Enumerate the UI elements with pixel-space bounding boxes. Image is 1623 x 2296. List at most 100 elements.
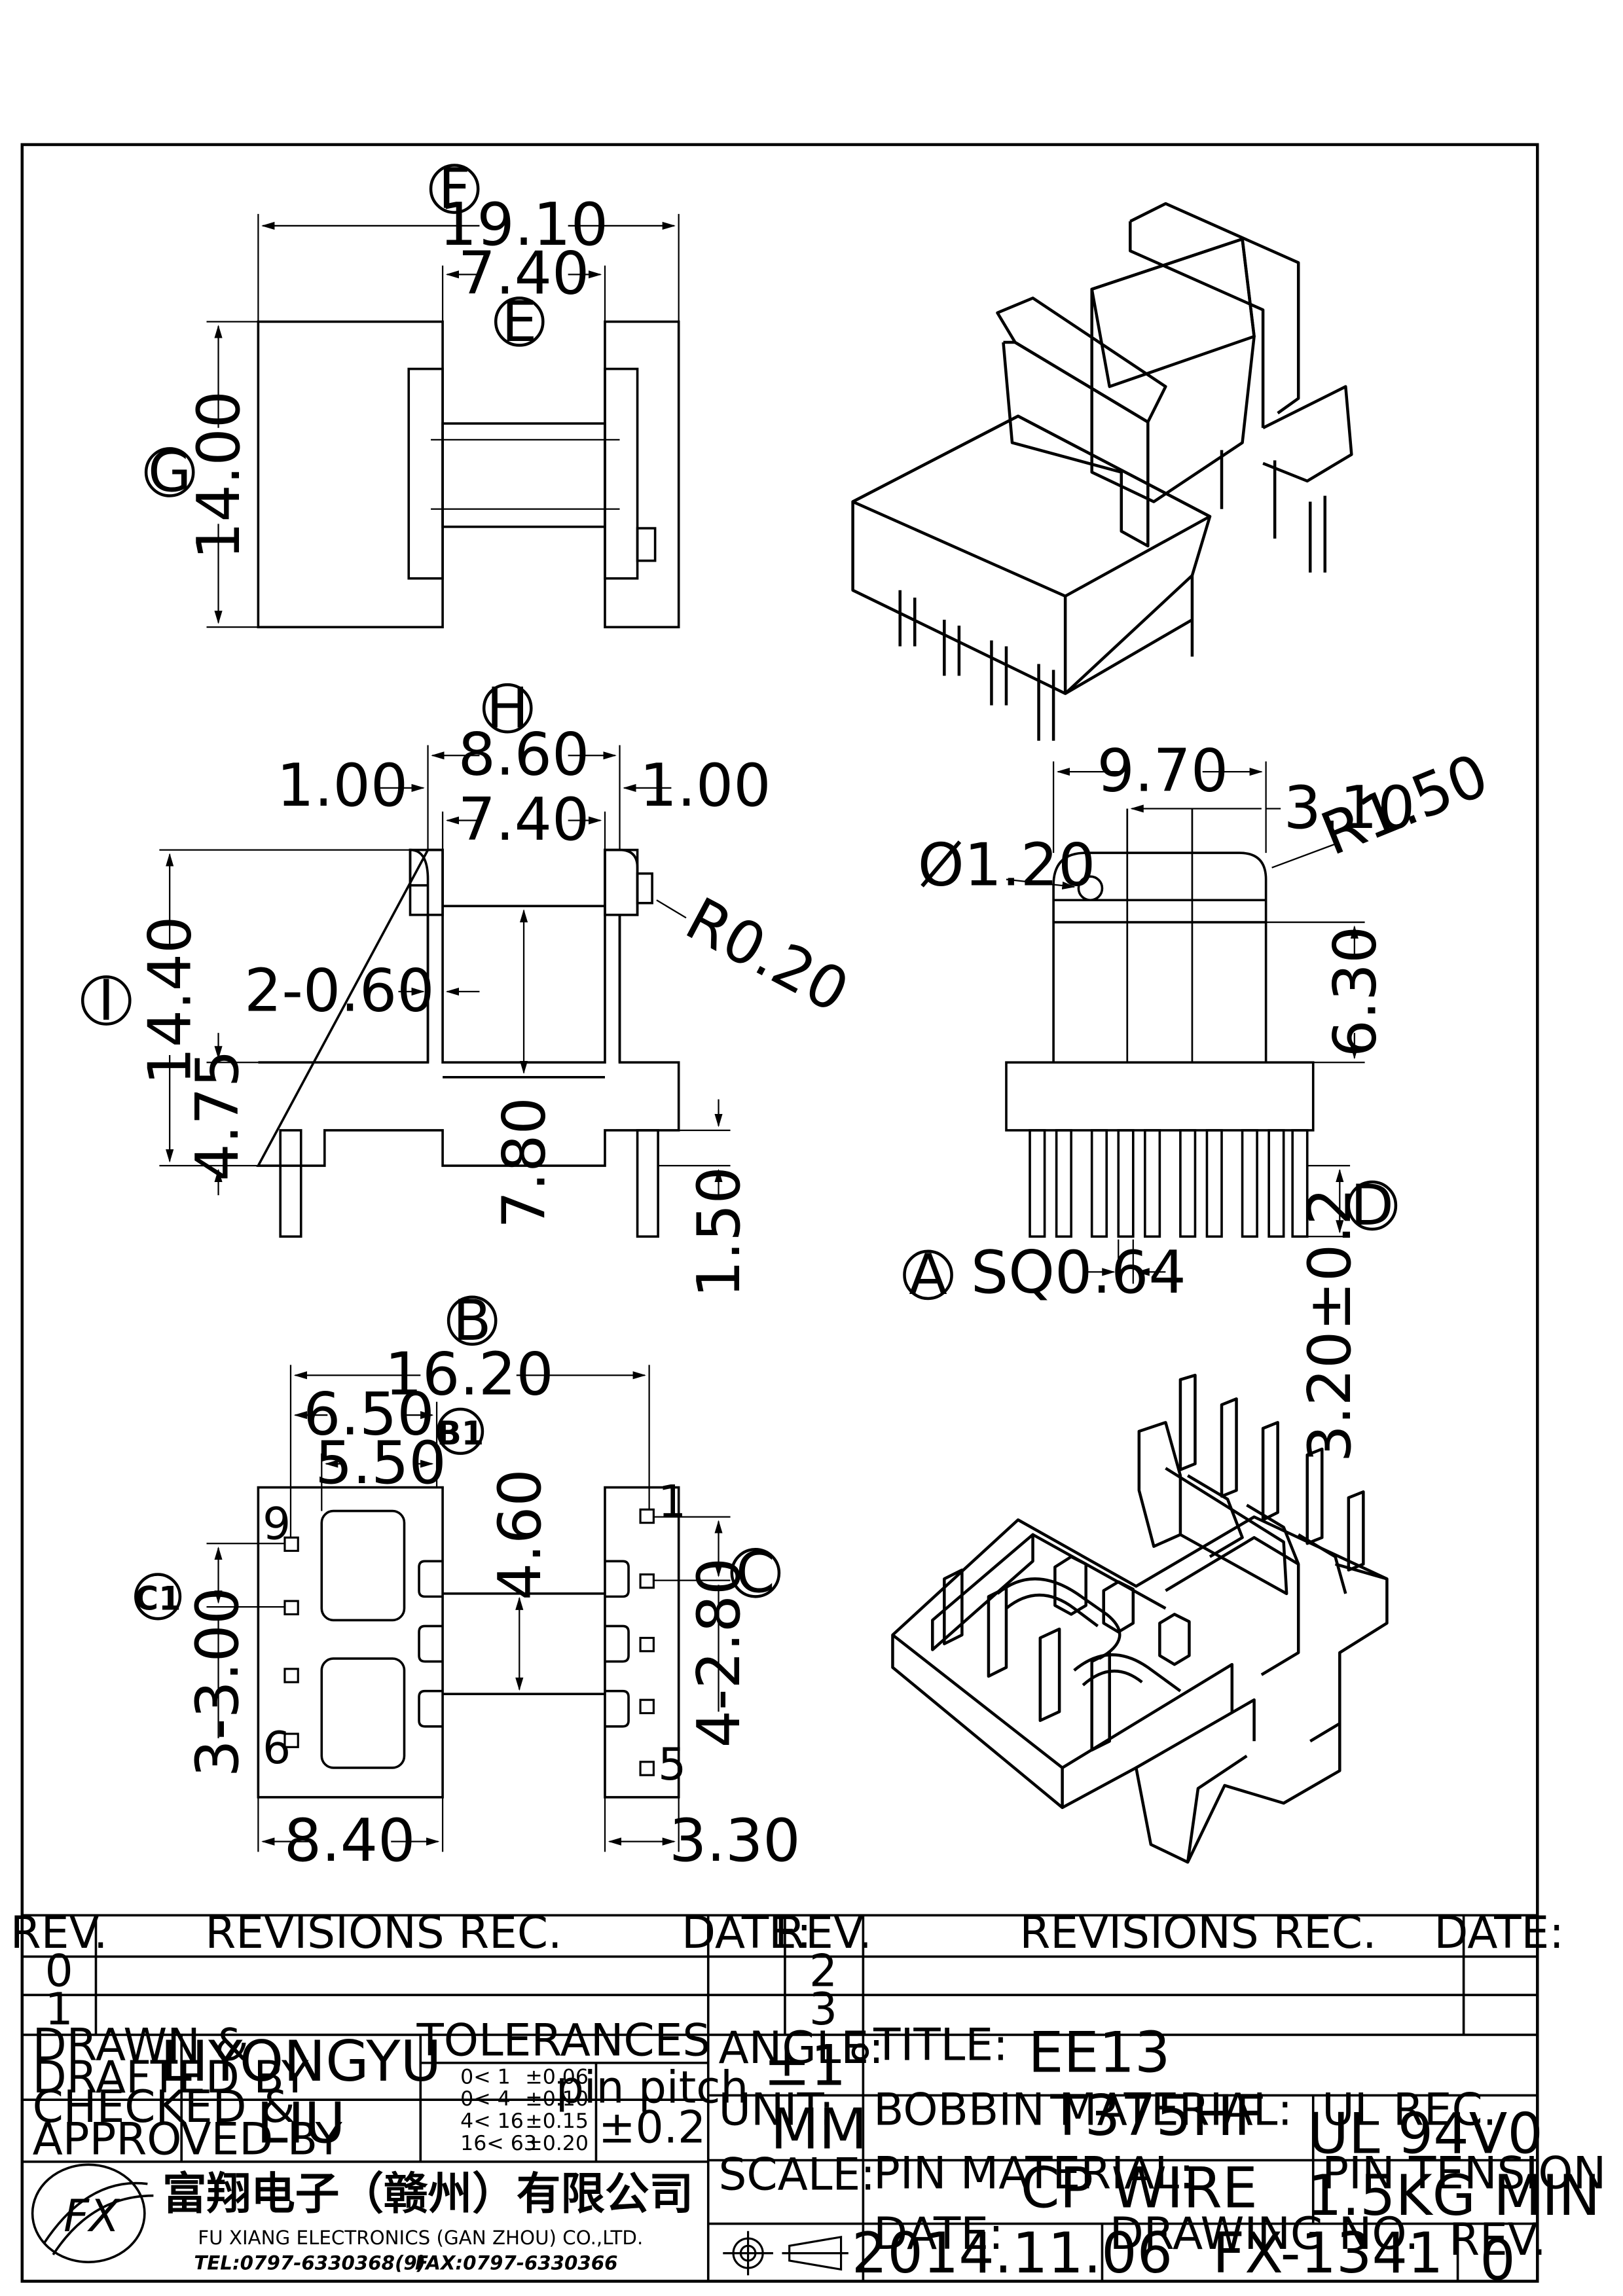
letter-h: H <box>486 675 528 741</box>
pin-1: 1 <box>658 1476 686 1528</box>
letter-c1: C1 <box>135 1580 181 1618</box>
dim-8-60: 8.60 <box>458 721 590 789</box>
letter-b: B <box>453 1288 492 1354</box>
dim-r1-50: R1.50 <box>1312 741 1497 869</box>
rev-row-1: 1 <box>45 1983 73 2035</box>
drawing-no-value: FX-1341 <box>1213 2221 1443 2286</box>
side-view-flange <box>1052 852 1267 1063</box>
angle-label: ANGLE: <box>719 2022 884 2073</box>
letter-d: D <box>1351 1173 1394 1238</box>
dim-16-20: 16.20 <box>385 1340 554 1408</box>
date-header-right: DATE: <box>1434 1907 1564 1958</box>
pin-pitch-label: pin pitch <box>556 2062 748 2113</box>
bottom-view <box>206 1365 731 1852</box>
scale-label: SCALE: <box>719 2149 876 2200</box>
dim-8-40: 8.40 <box>284 1806 416 1875</box>
top-view-nub <box>636 527 657 562</box>
bottom-notches <box>418 1560 630 1728</box>
tolerance-range: 16< 63 <box>460 2132 537 2155</box>
rev-row-2: 2 <box>809 1945 837 1997</box>
iso-bottom-pins <box>1178 1373 1365 1572</box>
dim-2-0-60: 2-0.60 <box>244 956 435 1025</box>
tolerance-value: ±0.15 <box>525 2109 589 2133</box>
date-label: DATE: <box>873 2208 1004 2259</box>
top-view-right-flange <box>604 320 680 628</box>
company-fax: FAX:0797-6330366 <box>415 2251 618 2274</box>
bottom-view-labels: B 16.20 6.50 B1 5.50 4.60 9 6 1 5 C1 3-3… <box>134 1288 801 1875</box>
bottom-pin-squares <box>283 1508 655 1776</box>
top-view-left-inner-flange <box>407 367 444 580</box>
dim-9-70: 9.70 <box>1097 736 1229 805</box>
letter-g: G <box>148 440 191 505</box>
tolerance-value: ±0.06 <box>525 2065 589 2089</box>
dim-14-40: 14.40 <box>136 916 205 1085</box>
side-view-pins <box>1029 1129 1309 1238</box>
dim-7-40-front: 7.40 <box>458 785 590 854</box>
letter-b1: B1 <box>437 1414 484 1452</box>
logo-text: FX <box>64 2190 120 2242</box>
rev-row-3: 3 <box>809 1983 837 2035</box>
dim-6-30: 6.30 <box>1321 926 1389 1058</box>
dim-6-50: 6.50 <box>303 1380 435 1448</box>
sheet-border <box>20 143 1539 2283</box>
letter-i: I <box>98 968 115 1033</box>
letter-e: E <box>501 289 537 355</box>
top-view <box>206 213 680 628</box>
company-name-cn: 富翔电子（赣州）有限公司 <box>162 2168 693 2219</box>
front-view-labels: H 8.60 1.00 1.00 7.40 R0.20 2-0.60 I 14.… <box>81 675 860 1298</box>
dim-14-00: 14.00 <box>185 391 253 560</box>
rev-header-right: REV. <box>775 1907 872 1958</box>
tolerance-range: 4< 16 <box>460 2109 524 2133</box>
drawn-value: LIYONGYU <box>160 2029 441 2094</box>
ul-rec-value: UL 94V0 <box>1307 2101 1543 2166</box>
company-logo: FX <box>31 2163 154 2263</box>
iso-view-top <box>851 202 1353 741</box>
letter-f: F <box>438 156 470 222</box>
title-value: EE13 <box>1028 2020 1170 2085</box>
bobbin-material-label: BOBBIN MATERIAL: <box>873 2083 1292 2135</box>
rev-row-0: 0 <box>45 1945 73 1997</box>
rev-label: REV. <box>1449 2214 1546 2265</box>
title-label: TITLE: <box>873 2018 1008 2070</box>
checked-label: CHECKED &APPROVED BY <box>33 2081 343 2165</box>
title-block <box>22 1914 1538 2282</box>
projection-symbol <box>723 2231 848 2276</box>
drawn-label: DRAWN &DRAFTED BY <box>33 2018 309 2103</box>
rev-value: 0 <box>1480 2228 1515 2293</box>
side-view-hole <box>1077 875 1104 902</box>
tolerance-range: 0< 4 <box>460 2087 511 2111</box>
pin-5: 5 <box>658 1738 686 1790</box>
rev-header-left: REV. <box>10 1907 108 1958</box>
drawing-no-label: DRAWING NO. <box>1110 2208 1419 2259</box>
pin-material-label: PIN MATERIAL: <box>873 2147 1194 2198</box>
dim-1-00-left: 1.00 <box>276 751 408 820</box>
unit-value: MM <box>771 2097 867 2162</box>
date-value: 2014.11.06 <box>852 2221 1173 2286</box>
tolerance-value: ±0.10 <box>525 2087 589 2111</box>
top-view-core <box>441 422 606 528</box>
side-view-base <box>1005 1061 1315 1132</box>
front-pin-left <box>279 1129 302 1238</box>
pin-9: 9 <box>263 1498 291 1549</box>
revisions-header-left: REVISIONS REC. <box>205 1907 562 1958</box>
side-view <box>1005 761 1365 1284</box>
checked-value: LIU <box>257 2091 346 2157</box>
dim-7-80: 7.80 <box>490 1097 559 1229</box>
ul-rec-label: UL REC. <box>1322 2083 1497 2135</box>
dim-r0-20: R0.20 <box>675 885 860 1026</box>
tolerance-range: 0< 1 <box>460 2065 511 2089</box>
tolerance-value: ±0.20 <box>525 2132 589 2155</box>
front-pin-right <box>636 1129 659 1238</box>
company-name-en: FU XIANG ELECTRONICS (GAN ZHOU) CO.,LTD. <box>198 2227 643 2249</box>
company-tel: TEL:0797-6330368(9) <box>194 2251 426 2274</box>
dim-3-10: 3.10 <box>1284 774 1415 842</box>
angle-value: ±1° <box>763 2034 874 2099</box>
pin-material-value: CP WIRE <box>1021 2156 1258 2221</box>
dim-4-2-80: 4-2.80 <box>685 1558 754 1748</box>
top-view-right-inner-flange <box>604 367 639 580</box>
side-view-labels: 9.70 3.10 R1.50 Ø1.20 6.30 A SQ0.64 D 3.… <box>903 736 1497 1463</box>
letter-c: C <box>736 1541 775 1606</box>
dim-3-20: 3.20±0.2 <box>1296 1188 1364 1463</box>
